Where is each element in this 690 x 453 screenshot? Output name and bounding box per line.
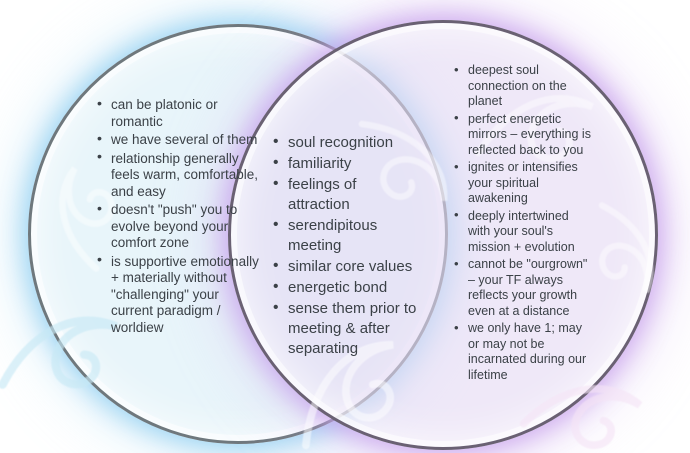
right-circle-list: deepest soul connection on the planet pe… (453, 62, 593, 385)
right-circle-item: perfect energetic mirrors – everything i… (453, 110, 593, 159)
overlap-item: serendipitous meeting (272, 215, 420, 256)
overlap-item: sense them prior to meeting & after sepa… (272, 298, 420, 359)
left-circle-item: we have several of them (96, 131, 261, 149)
right-circle-item: deepest soul connection on the planet (453, 62, 593, 110)
overlap-item: feelings of attraction (272, 174, 420, 215)
overlap-item: energetic bond (272, 277, 420, 298)
left-circle-list: can be platonic or romantic we have seve… (96, 96, 261, 338)
overlap-item: familiarity (272, 153, 420, 174)
right-circle-item: deeply intertwined with your soul's miss… (453, 207, 593, 256)
left-circle-item: relationship generally feels warm, comfo… (96, 149, 261, 201)
left-circle-item: can be platonic or romantic (96, 96, 261, 130)
overlap-item: soul recognition (272, 132, 420, 153)
left-circle-item: doesn't "push" you to evolve beyond your… (96, 201, 261, 252)
overlap-item: similar core values (272, 256, 420, 277)
left-circle-item: is supportive emotionally + materially w… (96, 252, 261, 337)
overlap-list: soul recognition familiarity feelings of… (272, 132, 420, 360)
right-circle-item: ignites or intensifies your spiritual aw… (453, 159, 593, 207)
right-circle-item: we only have 1; may or may not be incarn… (453, 320, 593, 383)
right-circle-item: cannot be "ourgrown" – your TF always re… (453, 256, 593, 319)
